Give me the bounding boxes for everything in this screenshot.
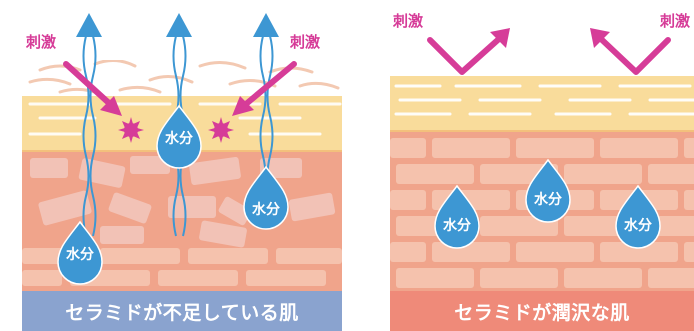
left-irritation-label-2: 刺激 bbox=[290, 33, 321, 51]
left-water-label-1: 水分 bbox=[165, 131, 193, 147]
right-water-drop-2 bbox=[525, 158, 571, 223]
left-water-arrow-3 bbox=[253, 13, 279, 37]
left-caption: セラミドが不足している肌 bbox=[22, 291, 342, 331]
right-water-label-3: 水分 bbox=[624, 218, 652, 234]
left-irritation-arrow-1 bbox=[63, 61, 122, 116]
right-water-drop-3 bbox=[615, 184, 661, 249]
left-irritation-label-1: 刺激 bbox=[26, 33, 57, 51]
right-irritation-label-2: 刺激 bbox=[660, 12, 691, 30]
left-broken-cells bbox=[30, 156, 336, 248]
left-water-label-3: 水分 bbox=[66, 247, 94, 263]
right-caption: セラミドが潤沢な肌 bbox=[390, 291, 694, 331]
right-irritation-arrow-1 bbox=[427, 28, 510, 75]
left-water-arrow-1 bbox=[76, 13, 102, 37]
left-water-arrow-2 bbox=[166, 13, 192, 37]
left-water-label-2: 水分 bbox=[252, 202, 280, 218]
left-dry-surface-flakes bbox=[28, 60, 340, 96]
right-water-label-1: 水分 bbox=[443, 218, 471, 234]
left-skin-section bbox=[22, 13, 342, 292]
right-irritation-arrow-2 bbox=[590, 28, 671, 75]
left-irritation-arrow-2 bbox=[232, 61, 297, 116]
right-water-label-2: 水分 bbox=[534, 192, 562, 208]
left-water-drop-2 bbox=[243, 165, 289, 230]
right-stratum-corneum-layer bbox=[390, 76, 694, 132]
right-skin-section bbox=[390, 28, 694, 292]
right-water-drop-1 bbox=[434, 184, 480, 249]
left-water-drop-1 bbox=[156, 104, 202, 169]
left-water-drop-3 bbox=[57, 220, 103, 285]
right-irritation-label-1: 刺激 bbox=[393, 12, 424, 30]
